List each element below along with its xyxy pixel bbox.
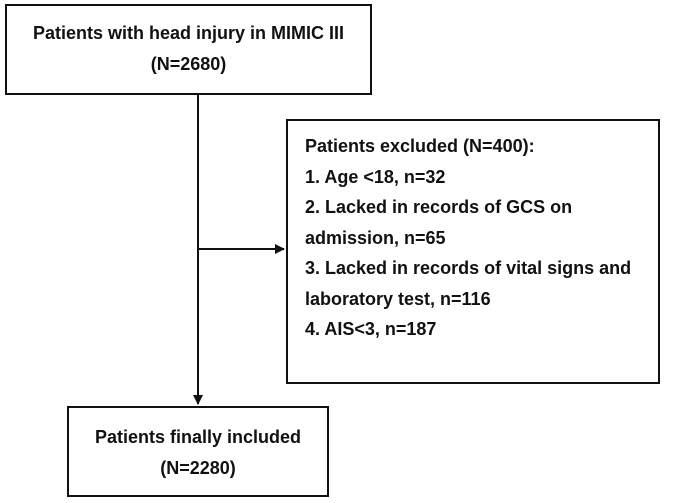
final-cohort-label: Patients finally included bbox=[94, 427, 302, 447]
exclusion-criterion-gcs: 2. Lacked in records of GCS on bbox=[305, 197, 573, 217]
initial-cohort-count: (N=2680) bbox=[150, 54, 227, 74]
exclusion-criterion-age: 1. Age <18, n=32 bbox=[305, 166, 446, 187]
exclusion-criterion-ais: 4. AIS<3, n=187 bbox=[305, 319, 437, 339]
excluded-title: Patients excluded (N=400): bbox=[305, 136, 535, 156]
excluded-patients-box: Patients excluded (N=400): 1. Age <18, n… bbox=[286, 119, 660, 384]
final-cohort-count: (N=2280) bbox=[160, 458, 236, 478]
exclusion-criterion-vitals-cont: laboratory test, n=116 bbox=[305, 288, 491, 309]
initial-cohort-box: Patients with head injury in MIMIC III (… bbox=[5, 4, 372, 95]
exclusion-criterion-gcs-cont: admission, n=65 bbox=[305, 227, 446, 248]
final-cohort-box: Patients finally included (N=2280) bbox=[67, 406, 329, 497]
initial-cohort-label: Patients with head injury in MIMIC III bbox=[32, 23, 345, 43]
exclusion-criterion-vitals: 3. Lacked in records of vital signs and bbox=[305, 258, 632, 278]
